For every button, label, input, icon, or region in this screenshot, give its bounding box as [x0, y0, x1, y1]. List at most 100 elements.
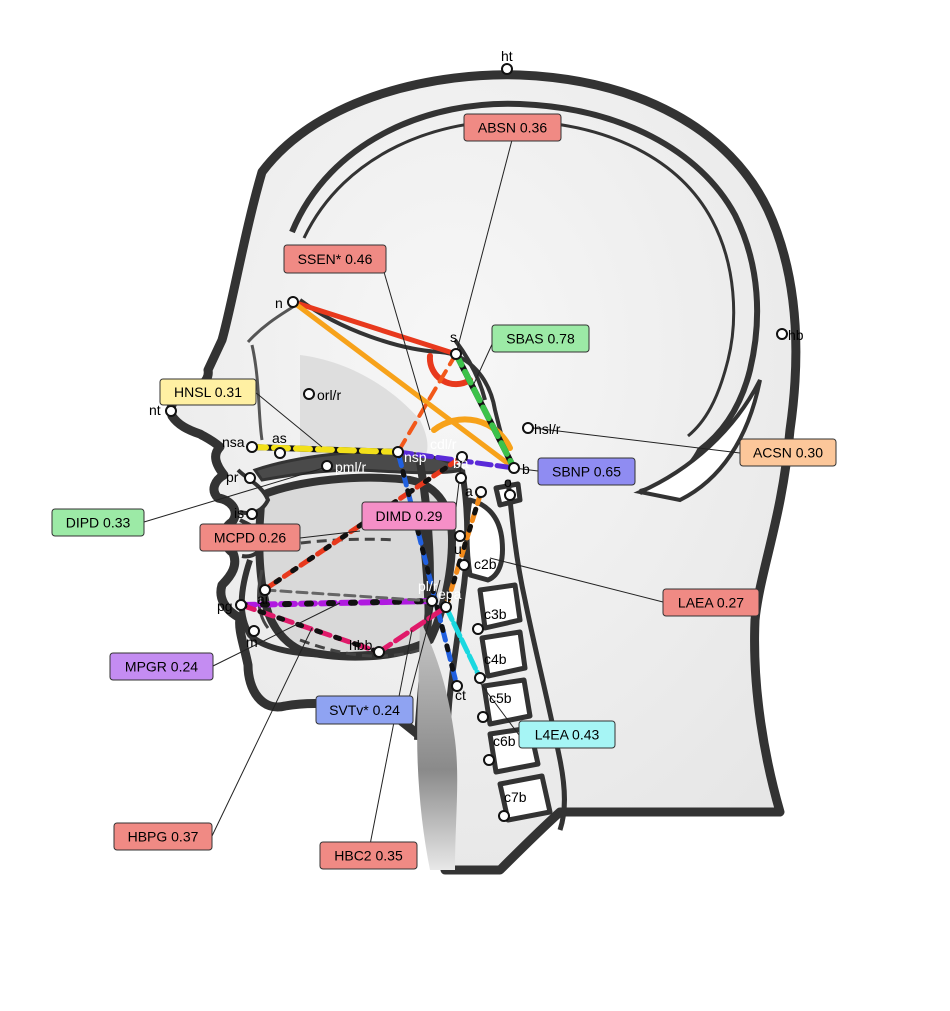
tag-laea[interactable]: LAEA 0.27: [662, 588, 760, 617]
line-hnsl: [249, 444, 401, 455]
landmark-marker[interactable]: [303, 388, 315, 400]
tag-mcpd[interactable]: MCPD 0.26: [199, 523, 301, 552]
tag-label: LAEA 0.27: [678, 595, 744, 611]
tag-box: [51, 508, 145, 537]
skull-inner-outline: [302, 119, 736, 438]
landmark-marker[interactable]: [450, 348, 462, 360]
tag-label: HBC2 0.35: [334, 848, 403, 864]
landmark-marker[interactable]: [477, 711, 489, 723]
tag-absn[interactable]: ABSN 0.36: [463, 113, 562, 142]
landmark-pg: pg: [217, 598, 247, 614]
landmark-ai: ai: [257, 584, 271, 607]
tag-sbnp[interactable]: SBNP 0.65: [537, 457, 636, 486]
landmark-label: pml/r: [335, 459, 366, 475]
landmark-marker[interactable]: [244, 472, 256, 484]
tag-hbc2[interactable]: HBC2 0.35: [319, 841, 418, 870]
leader-dipd: [143, 465, 331, 523]
landmark-c2b: c2b: [458, 556, 497, 572]
landmark-label: nt: [149, 402, 161, 418]
landmark-label: pr: [226, 469, 239, 485]
landmark-marker[interactable]: [455, 472, 467, 484]
landmark-label: hb: [788, 327, 804, 343]
landmark-label: pl/r: [418, 578, 438, 594]
landmark-marker[interactable]: [472, 623, 484, 635]
landmark-marker[interactable]: [776, 328, 788, 340]
line-mpgr-black: [238, 598, 435, 608]
landmark-marker[interactable]: [483, 754, 495, 766]
landmark-pml: pml/r: [321, 459, 366, 475]
landmark-epa: epa: [438, 586, 462, 613]
sella-wall: [453, 338, 487, 401]
landmark-label: nsp: [404, 449, 427, 465]
landmark-marker[interactable]: [426, 595, 438, 607]
vertebra-c5: [481, 677, 533, 727]
tag-label: SVTv* 0.24: [329, 702, 400, 718]
landmark-marker[interactable]: [522, 422, 534, 434]
landmark-marker[interactable]: [321, 460, 333, 472]
landmark-marker[interactable]: [259, 584, 271, 596]
leader-hbc2: [367, 629, 413, 856]
landmark-marker[interactable]: [451, 680, 463, 692]
tag-label: HNSL 0.31: [174, 384, 242, 400]
leader-mpgr: [212, 602, 341, 667]
leader-hnsl: [254, 391, 323, 448]
landmark-label: ht: [501, 48, 513, 64]
occipital-wedge: [633, 379, 762, 503]
landmark-marker[interactable]: [504, 489, 516, 501]
tag-hnsl[interactable]: HNSL 0.31: [159, 378, 257, 406]
tag-label: DIPD 0.33: [66, 515, 131, 531]
landmark-label: as: [272, 430, 287, 446]
tag-l4ea[interactable]: L4EA 0.43: [518, 720, 616, 749]
head-illustration: [166, 70, 801, 875]
tag-label: ACSN 0.30: [753, 445, 823, 461]
tag-label: SSEN* 0.46: [298, 251, 373, 267]
landmark-marker[interactable]: [456, 451, 468, 463]
landmark-nt: nt: [149, 402, 177, 418]
landmark-marker[interactable]: [373, 646, 385, 658]
landmark-o: o: [504, 474, 516, 501]
skull-outline: [289, 100, 761, 495]
tag-sbas[interactable]: SBAS 0.78: [491, 324, 590, 353]
landmark-marker[interactable]: [235, 599, 247, 611]
landmark-marker[interactable]: [501, 63, 513, 75]
spine-back-outline: [505, 479, 567, 831]
tag-acsn[interactable]: ACSN 0.30: [739, 438, 837, 467]
cervical-vertebrae: [464, 481, 553, 823]
landmark-a: a: [465, 483, 487, 499]
landmark-marker[interactable]: [475, 486, 487, 498]
tag-label: MPGR 0.24: [125, 659, 198, 675]
tag-dimd[interactable]: DIMD 0.29: [361, 501, 457, 531]
measurement-lines: [238, 299, 517, 689]
landmark-marker[interactable]: [508, 462, 520, 474]
landmark-marker[interactable]: [474, 672, 486, 684]
landmark-nsp: nsp: [392, 446, 427, 465]
landmark-marker[interactable]: [458, 559, 470, 571]
landmark-marker[interactable]: [440, 601, 452, 613]
tag-svtv[interactable]: SVTv* 0.24: [315, 695, 414, 725]
line-absn: [396, 352, 458, 454]
tag-mpgr[interactable]: MPGR 0.24: [109, 652, 214, 681]
landmark-label: o: [504, 474, 512, 490]
landmark-hb: hb: [776, 327, 804, 343]
landmark-marker[interactable]: [246, 508, 258, 520]
tag-hbpg[interactable]: HBPG 0.37: [113, 822, 213, 851]
landmark-marker[interactable]: [274, 447, 286, 459]
landmark-marker[interactable]: [287, 296, 299, 308]
landmark-marker[interactable]: [392, 446, 404, 458]
tag-box: [739, 438, 837, 467]
landmark-marker[interactable]: [248, 625, 260, 637]
tag-dipd[interactable]: DIPD 0.33: [51, 508, 145, 537]
line-mcpd: [263, 588, 434, 603]
tag-ssen[interactable]: SSEN* 0.46: [283, 244, 387, 274]
landmark-marker[interactable]: [454, 530, 466, 542]
landmark-marker[interactable]: [498, 810, 510, 822]
landmark-label: ba: [453, 455, 469, 471]
landmark-label: is: [234, 505, 244, 521]
landmark-pr: pr: [226, 469, 256, 485]
landmark-marker[interactable]: [165, 405, 177, 417]
tag-box: [662, 588, 760, 617]
landmark-c7b: c7b: [498, 789, 527, 822]
landmark-marker[interactable]: [246, 441, 258, 453]
landmark-label: c5b: [489, 690, 512, 706]
tag-box: [283, 244, 387, 274]
